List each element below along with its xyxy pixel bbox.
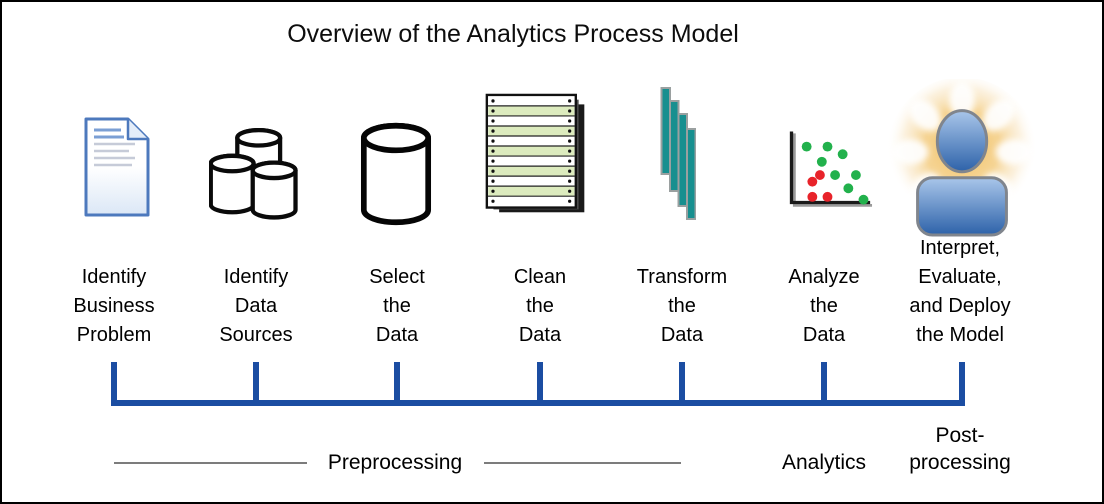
database-icon	[358, 121, 434, 227]
step-label-analyze-the-data: Analyze the Data	[788, 266, 860, 346]
diagram-title: Overview of the Analytics Process Model	[287, 20, 739, 48]
step-label-select-the-data: Select the Data	[369, 266, 425, 346]
bracket-tick	[537, 362, 543, 406]
data-sheet-stack-icon	[484, 93, 590, 218]
staggered-bars-icon	[660, 86, 697, 222]
bracket-tick	[394, 362, 400, 406]
insight-person-icon	[883, 77, 1041, 237]
bracket-tick	[959, 362, 965, 406]
bracket-tick	[253, 362, 259, 406]
bracket-tick	[821, 362, 827, 406]
step-label-identify-data-sources: Identify Data Sources	[219, 266, 293, 346]
preprocessing-left-rule	[114, 462, 307, 464]
phase-label-analytics: Analytics	[781, 451, 867, 474]
preprocessing-right-rule	[484, 462, 681, 464]
scatter-plot-icon	[780, 122, 875, 212]
step-label-clean-the-data: Clean the Data	[513, 266, 567, 346]
phase-label-preprocessing: Preprocessing	[327, 451, 463, 474]
step-label-transform-the-data: Transform the Data	[636, 266, 728, 346]
bracket-tick	[679, 362, 685, 406]
step-label-interpret-evaluate-deploy: Interpret, Evaluate, and Deploy the Mode…	[909, 237, 1011, 346]
step-label-identify-business-problem: Identify Business Problem	[73, 266, 155, 346]
document-icon	[77, 116, 157, 218]
phase-label-post-processing: Post- processing	[909, 424, 1011, 474]
bracket-tick	[111, 362, 117, 406]
databases-icon	[208, 119, 299, 220]
